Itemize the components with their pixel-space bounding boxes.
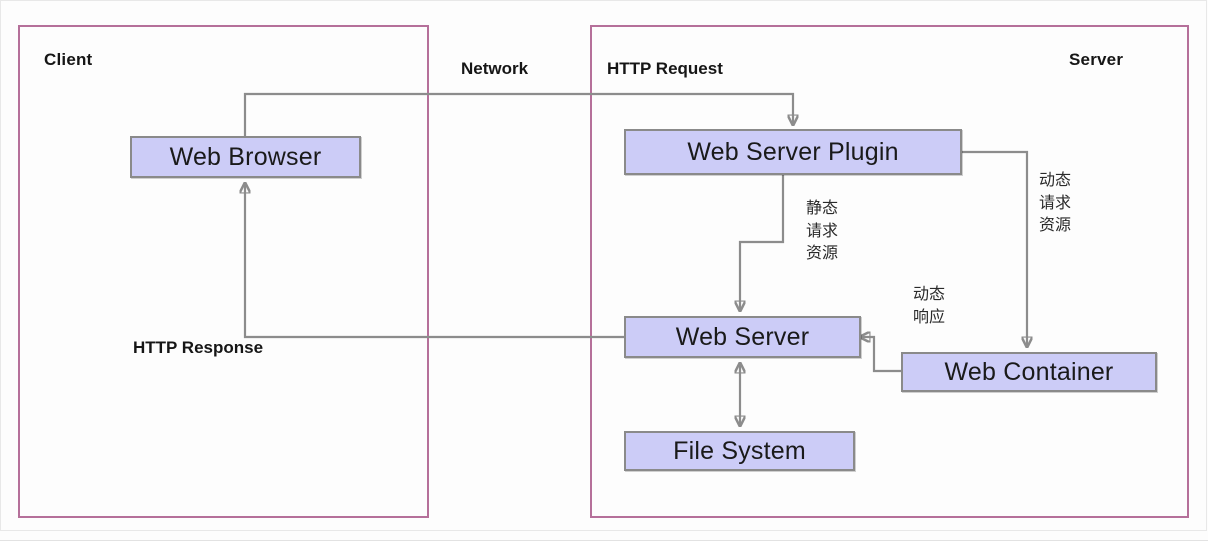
node-web-server[interactable]: Web Server <box>624 316 861 358</box>
node-label-web-server: Web Server <box>675 322 810 351</box>
node-web-container[interactable]: Web Container <box>901 352 1157 392</box>
node-label-web-container: Web Container <box>944 357 1114 386</box>
node-label-web-server-plugin: Web Server Plugin <box>687 137 899 166</box>
cjk-label-dynamic-request-resource: 动态请求资源 <box>1039 170 1072 235</box>
flow-label-network: Network <box>461 59 529 78</box>
node-label-file-system: File System <box>673 436 806 465</box>
zone-label-client: Client <box>44 50 93 69</box>
node-web-server-plugin[interactable]: Web Server Plugin <box>624 129 962 175</box>
cjk-label-static-request-resource: 静态请求资源 <box>806 198 839 263</box>
flow-label-http-response: HTTP Response <box>133 338 264 357</box>
node-label-web-browser: Web Browser <box>169 142 322 171</box>
zone-label-server: Server <box>1069 50 1124 69</box>
flow-label-http-request: HTTP Request <box>607 59 723 78</box>
zone-client <box>18 25 429 518</box>
node-file-system[interactable]: File System <box>624 431 855 471</box>
node-web-browser[interactable]: Web Browser <box>130 136 361 178</box>
cjk-label-dynamic-response: 动态响应 <box>913 284 946 326</box>
